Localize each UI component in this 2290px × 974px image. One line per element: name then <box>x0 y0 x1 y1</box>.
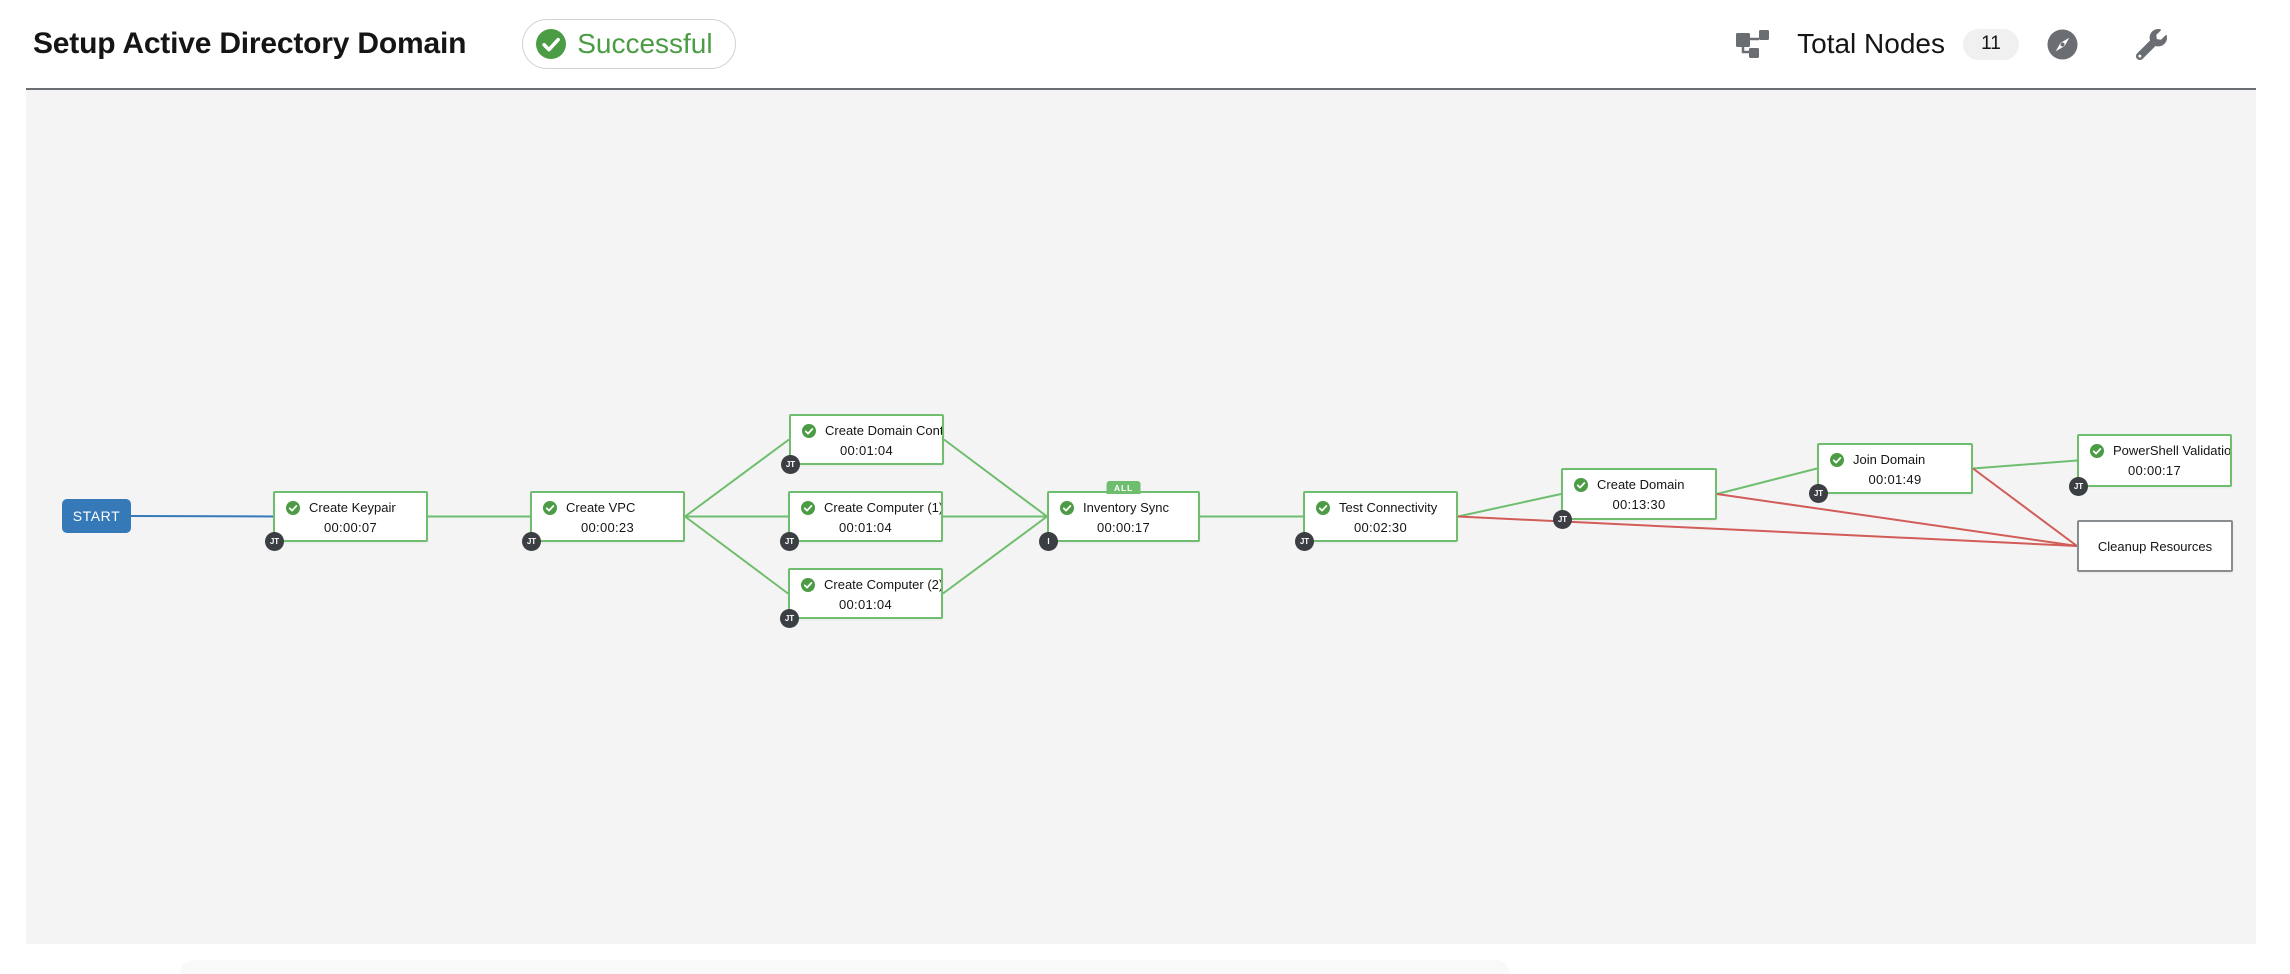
start-node[interactable]: START <box>62 499 131 533</box>
check-circle-icon <box>1316 500 1330 515</box>
node-title-row: Create VPC <box>532 493 683 515</box>
node-label: Inventory Sync <box>1083 500 1169 515</box>
compass-icon <box>2047 28 2078 60</box>
status-label: Successful <box>577 28 713 59</box>
node-label: Cleanup Resources <box>2097 538 2213 554</box>
node-type-badge-jt: JT <box>1295 532 1314 551</box>
node-elapsed-time: 00:01:49 <box>1868 472 1922 487</box>
node-type-badge-jt: JT <box>780 532 799 551</box>
node-title-row: Create Computer (1) <box>790 493 941 515</box>
node-label: Create Computer (2) <box>824 577 941 592</box>
header-divider <box>26 88 2256 90</box>
node-elapsed-time: 00:00:17 <box>1096 520 1150 535</box>
node-type-badge-jt: JT <box>1809 484 1828 503</box>
node-type-badge-jt: JT <box>522 532 541 551</box>
edge-create_vpc-to-create_domain_controller[interactable] <box>684 438 790 518</box>
node-title-row: Test Connectivity <box>1305 493 1456 515</box>
check-circle-icon <box>543 500 557 515</box>
node-elapsed-time: 00:02:30 <box>1353 520 1407 535</box>
node-type-badge-jt: JT <box>780 609 799 628</box>
edge-create_domain_controller-to-inventory_sync[interactable] <box>943 438 1048 518</box>
edge-test_connectivity-to-create_domain[interactable] <box>1457 493 1562 518</box>
node-title-row: Create Domain Contr... <box>791 416 942 438</box>
check-circle-icon <box>536 29 567 59</box>
node-title-row: Inventory Sync <box>1049 493 1198 515</box>
node-elapsed-time: 00:01:04 <box>839 443 893 458</box>
edge-join_domain-to-cleanup_resources[interactable] <box>1972 467 2078 547</box>
node-elapsed-time: 00:00:17 <box>2127 463 2181 478</box>
node-label: Create Domain Contr... <box>825 423 942 438</box>
node-label: Create Computer (1) <box>824 500 941 515</box>
edge-create_vpc-to-create_computer_2[interactable] <box>684 515 789 595</box>
node-title-row: Join Domain <box>1819 445 1971 467</box>
total-nodes-count-badge: 11 <box>1963 28 2019 60</box>
workflow-node-cleanup_resources[interactable]: Cleanup Resources <box>2077 520 2233 572</box>
node-title-row: Create Keypair <box>275 493 426 515</box>
node-label: Create Keypair <box>309 500 396 515</box>
check-circle-icon <box>1574 477 1588 492</box>
sitemap-icon <box>1736 30 1773 58</box>
start-label: START <box>72 508 121 524</box>
status-badge[interactable]: Successful <box>522 19 736 69</box>
edge-create_computer_2-to-inventory_sync[interactable] <box>942 515 1048 595</box>
node-elapsed-time: 00:00:23 <box>580 520 634 535</box>
node-type-badge-jt: JT <box>781 455 800 474</box>
header-toolbar: Total Nodes 11 <box>1736 28 2167 60</box>
node-type-badge-jt: JT <box>265 532 284 551</box>
node-label: Create VPC <box>566 500 636 515</box>
edge-start-to-create_keypair[interactable] <box>130 515 274 518</box>
node-elapsed-time: 00:01:04 <box>838 520 892 535</box>
check-circle-icon <box>801 577 815 592</box>
check-circle-icon <box>802 423 816 438</box>
convergence-all-badge: ALL <box>1106 481 1141 494</box>
bottom-panel-edge <box>180 960 1510 974</box>
wrench-icon <box>2136 28 2167 60</box>
check-circle-icon <box>1830 452 1844 467</box>
compass-button[interactable] <box>2047 28 2078 60</box>
total-nodes-label: Total Nodes <box>1797 28 1945 59</box>
node-title-row: PowerShell Validation <box>2079 436 2230 458</box>
check-circle-icon <box>801 500 815 515</box>
wrench-button[interactable] <box>2136 28 2167 60</box>
edge-test_connectivity-to-cleanup_resources[interactable] <box>1457 515 2078 547</box>
node-type-badge-i: I <box>1039 532 1058 551</box>
check-circle-icon <box>1060 500 1074 515</box>
edge-join_domain-to-powershell_validation[interactable] <box>1972 459 2078 470</box>
workflow-header: Setup Active Directory Domain Successful… <box>0 0 2290 88</box>
page-title: Setup Active Directory Domain <box>33 27 467 60</box>
node-label: PowerShell Validation <box>2113 443 2230 458</box>
node-title-row: Create Domain <box>1563 470 1715 492</box>
node-label: Create Domain <box>1597 477 1685 492</box>
node-type-badge-jt: JT <box>2069 477 2088 496</box>
edge-create_domain-to-join_domain[interactable] <box>1716 467 1818 495</box>
node-elapsed-time: 00:00:07 <box>323 520 377 535</box>
node-type-badge-jt: JT <box>1553 510 1572 529</box>
node-title-row: Create Computer (2) <box>790 570 941 592</box>
check-circle-icon <box>286 500 300 515</box>
check-circle-icon <box>2090 443 2104 458</box>
node-elapsed-time: 00:01:04 <box>838 597 892 612</box>
node-label: Join Domain <box>1853 452 1926 467</box>
node-elapsed-time: 00:13:30 <box>1612 497 1666 512</box>
workflow-edges <box>130 438 2078 595</box>
edge-create_domain-to-cleanup_resources[interactable] <box>1716 493 2078 547</box>
node-label: Test Connectivity <box>1339 500 1438 515</box>
